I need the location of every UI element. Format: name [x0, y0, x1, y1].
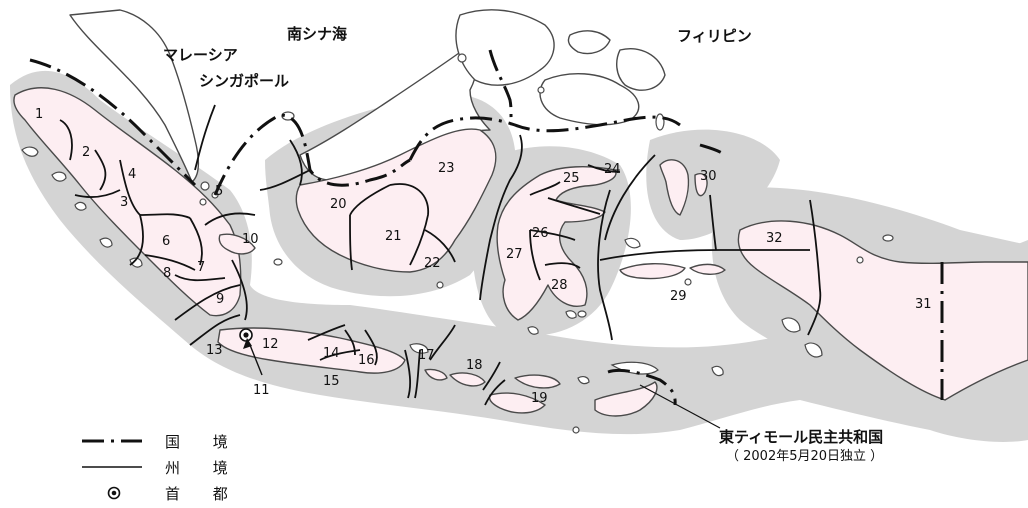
province-number: 27	[506, 247, 523, 262]
province-number: 31	[915, 297, 932, 312]
province-number: 5	[215, 184, 223, 199]
small-islands	[199, 53, 894, 434]
province-number: 19	[531, 391, 548, 406]
province-number: 16	[358, 353, 375, 368]
papua	[711, 220, 1028, 401]
philippines-label: フィリピン	[677, 27, 752, 45]
province-number: 28	[551, 278, 568, 293]
sulawesi	[496, 166, 617, 335]
province-number: 24	[604, 162, 621, 177]
legend-international-border-label: 国 境	[165, 433, 242, 451]
province-number-labels: 1 2 3 4 5 6 7 8 9 10 11 12 13 14 15 16 1…	[35, 107, 932, 406]
place-labels: 南シナ海 フィリピン マレーシア シンガポール 東ティモール民主共和国 （ 20…	[163, 25, 883, 464]
province-number: 6	[162, 234, 170, 249]
sumatra	[13, 87, 256, 317]
province-number: 3	[120, 195, 128, 210]
province-number: 4	[128, 167, 136, 182]
province-number: 13	[206, 343, 223, 358]
province-number: 26	[532, 226, 549, 241]
philippines-islands	[455, 9, 666, 126]
province-number: 32	[766, 231, 783, 246]
province-number: 15	[323, 374, 340, 389]
lesser-sunda	[424, 361, 659, 417]
province-number: 12	[262, 337, 279, 352]
province-number: 2	[82, 145, 90, 160]
province-number: 8	[163, 266, 171, 281]
province-borders	[59, 104, 822, 406]
legend-province-border-label: 州 境	[165, 459, 242, 477]
province-number: 29	[670, 289, 687, 304]
province-number: 1	[35, 107, 43, 122]
province-number: 17	[418, 348, 435, 363]
capital-jakarta	[239, 328, 263, 376]
province-number: 18	[466, 358, 483, 373]
singapore-label: シンガポール	[199, 72, 289, 90]
malaysia-label: マレーシア	[163, 46, 238, 64]
legend: 国 境 州 境 首 都	[82, 433, 242, 503]
province-number: 20	[330, 197, 347, 212]
international-borders	[29, 49, 944, 406]
maluku	[619, 159, 726, 280]
east-timor-independence-note: （ 2002年5月20日独立 ）	[726, 449, 883, 464]
east-timor-pointer	[639, 384, 721, 429]
south-china-sea-label: 南シナ海	[287, 25, 347, 43]
province-number: 23	[438, 161, 455, 176]
pointer-arrow-icon	[249, 344, 263, 376]
province-number: 9	[216, 292, 224, 307]
province-number: 11	[253, 383, 270, 398]
province-number: 14	[323, 346, 340, 361]
east-timor-label: 東ティモール民主共和国	[719, 428, 883, 446]
province-number: 10	[242, 232, 259, 247]
province-number: 21	[385, 229, 402, 244]
java	[217, 327, 429, 374]
province-number: 25	[563, 171, 580, 186]
legend-capital-label: 首 都	[165, 485, 242, 503]
kalimantan	[295, 128, 497, 273]
province-number: 7	[197, 260, 205, 275]
province-number: 30	[700, 169, 717, 184]
province-number: 22	[424, 256, 441, 271]
